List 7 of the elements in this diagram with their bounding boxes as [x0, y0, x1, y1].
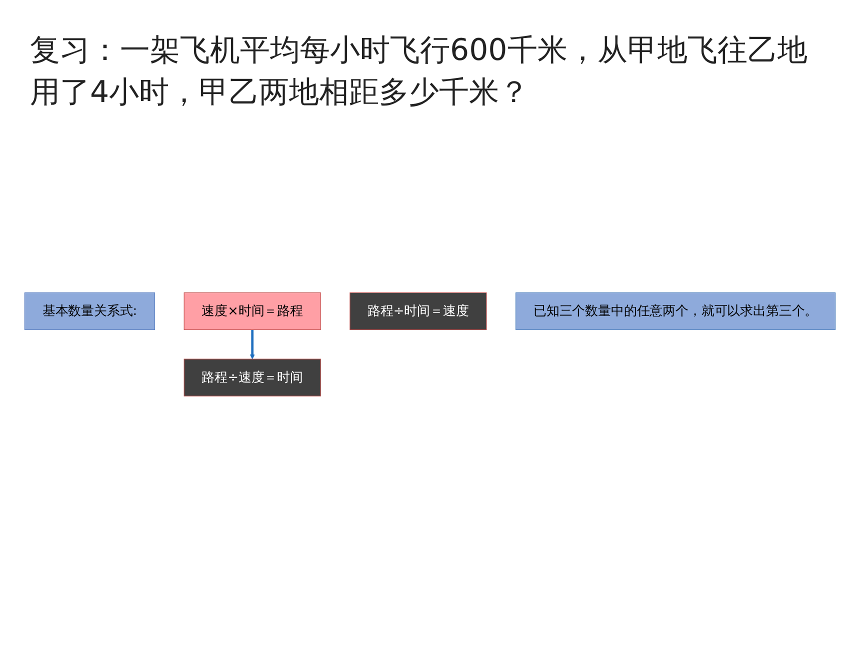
- node-box: 路程÷时间＝速度: [350, 292, 487, 330]
- node-box: 速度×时间＝路程: [184, 292, 321, 330]
- arrow: [250, 329, 255, 359]
- node-box: 已知三个数量中的任意两个，就可以求出第三个。: [516, 292, 836, 330]
- node-box: 路程÷速度＝时间: [184, 358, 321, 396]
- node-box: 基本数量关系式:: [24, 292, 156, 330]
- question-text: 复习：一架飞机平均每小时飞行600千米，从甲地飞往乙地用了4小时，甲乙两地相距多少千米？: [30, 32, 808, 112]
